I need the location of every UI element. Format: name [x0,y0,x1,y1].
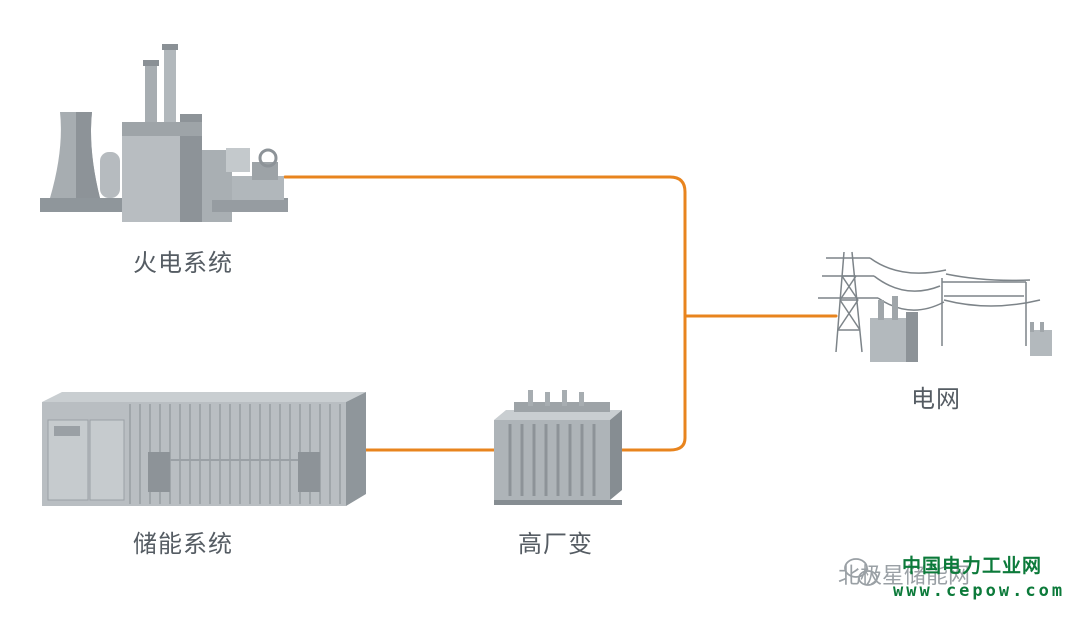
transmission-tower-icon [818,251,1041,353]
watermark-site-name: 中国电力工业网 [902,555,1043,577]
connection-lines [283,175,838,452]
substation-equipment [870,296,1052,362]
container-icon [42,392,366,506]
power-plant-icon [40,44,288,222]
grid-label: 电网 [911,385,961,413]
transformer-label: 高厂变 [518,530,593,558]
thermal-system-label: 火电系统 [133,249,233,277]
watermark-wechat-account: 北极星储能网 [838,564,971,589]
transformer-icon [494,390,622,505]
wechat-icon [844,558,878,586]
watermark-site-url: www.cepow.com [893,581,1066,601]
storage-system-label: 储能系统 [133,530,233,558]
